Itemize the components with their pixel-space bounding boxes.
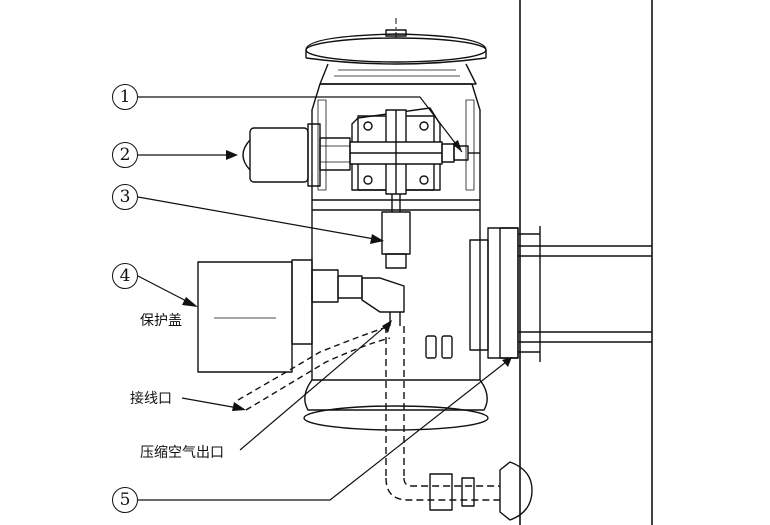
callout-2: 2 (112, 142, 138, 168)
air-outlet-pipe (385, 326, 500, 511)
mounting-bracket (469, 226, 652, 362)
mounting-wall (519, 0, 653, 525)
valve-block (349, 107, 443, 195)
top-hood (305, 29, 487, 85)
callout-3: 3 (112, 184, 138, 210)
protective-cover-label: 保护盖 (140, 313, 182, 329)
leader-arrows (182, 140, 512, 411)
protective-cover (197, 259, 405, 373)
callout-1: 1 (112, 84, 138, 110)
solenoid-housing (242, 123, 351, 187)
compressed-air-outlet-label: 压缩空气出口 (140, 445, 224, 461)
end-cap (499, 461, 533, 521)
callout-5: 5 (112, 487, 138, 513)
wiring-conduit (237, 327, 391, 411)
wiring-port-label: 接线口 (130, 391, 172, 407)
main-housing (303, 83, 489, 431)
side-fitting (441, 143, 480, 163)
vertical-fitting (381, 194, 411, 269)
leader-lines (137, 96, 507, 501)
callout-4: 4 (112, 263, 138, 289)
